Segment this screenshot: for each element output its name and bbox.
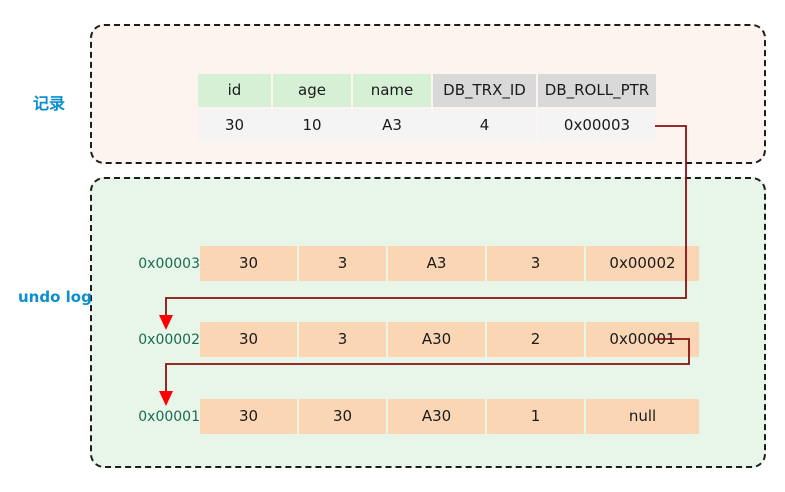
undo-cell-db-roll-ptr: 0x00002: [586, 246, 699, 281]
record-cell-name: A3: [353, 109, 431, 142]
record-data-row: 30 10 A3 4 0x00003: [198, 109, 656, 142]
undo-cell-age: 3: [299, 322, 386, 357]
undo-entry-address-0x00003: 0x00003: [138, 256, 200, 272]
record-cell-db-trx-id: 4: [433, 109, 536, 142]
undo-log-section-label: undo log: [18, 288, 92, 306]
record-header-db-roll-ptr: DB_ROLL_PTR: [538, 74, 656, 107]
undo-entry-row-0x00002: 30 3 A30 2 0x00001: [200, 322, 699, 357]
undo-cell-age: 30: [299, 399, 386, 434]
undo-entry-address-0x00001: 0x00001: [138, 409, 200, 425]
record-header-id: id: [198, 74, 271, 107]
undo-cell-id: 30: [200, 246, 297, 281]
undo-entry-row-0x00001: 30 30 A30 1 null: [200, 399, 699, 434]
record-table: id age name DB_TRX_ID DB_ROLL_PTR 30 10 …: [198, 74, 656, 142]
undo-cell-name: A3: [388, 246, 485, 281]
undo-cell-id: 30: [200, 322, 297, 357]
record-cell-age: 10: [273, 109, 351, 142]
undo-entry-address-0x00002: 0x00002: [138, 332, 200, 348]
undo-cell-db-trx-id: 1: [487, 399, 584, 434]
undo-cell-age: 3: [299, 246, 386, 281]
record-cell-db-roll-ptr: 0x00003: [538, 109, 656, 142]
undo-cell-db-trx-id: 3: [487, 246, 584, 281]
undo-entry-row-0x00003: 30 3 A3 3 0x00002: [200, 246, 699, 281]
record-header-row: id age name DB_TRX_ID DB_ROLL_PTR: [198, 74, 656, 107]
record-header-db-trx-id: DB_TRX_ID: [433, 74, 536, 107]
undo-cell-db-roll-ptr: 0x00001: [586, 322, 699, 357]
undo-cell-db-roll-ptr: null: [586, 399, 699, 434]
record-header-age: age: [273, 74, 351, 107]
undo-cell-name: A30: [388, 322, 485, 357]
undo-cell-name: A30: [388, 399, 485, 434]
record-cell-id: 30: [198, 109, 271, 142]
record-section-label: 记录: [33, 94, 66, 113]
record-header-name: name: [353, 74, 431, 107]
undo-cell-id: 30: [200, 399, 297, 434]
undo-cell-db-trx-id: 2: [487, 322, 584, 357]
